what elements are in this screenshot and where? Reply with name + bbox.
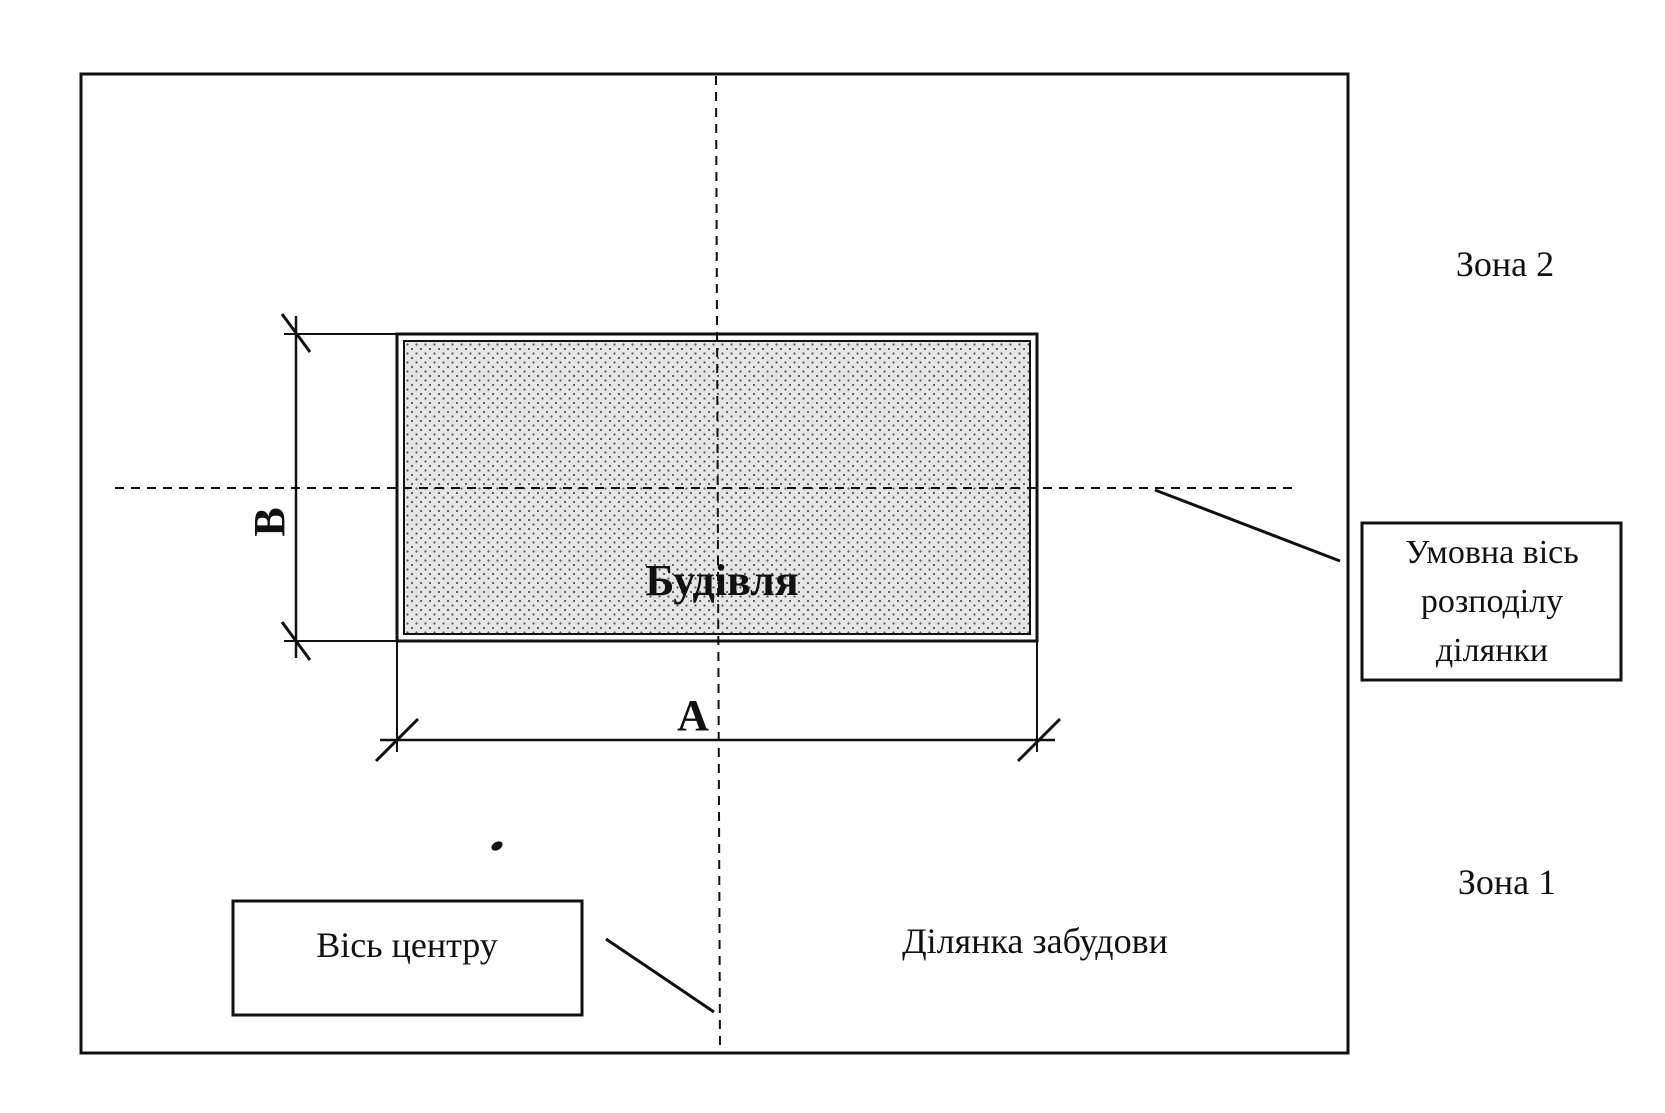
ink-speck bbox=[491, 841, 503, 851]
dimension-b-tick-bottom bbox=[280, 621, 312, 661]
center-axis-callout-text: Вісь центру bbox=[316, 925, 498, 965]
dimension-b-tick-top bbox=[280, 313, 312, 353]
zone-1-label: Зона 1 bbox=[1458, 862, 1556, 902]
dimension-b-label: B bbox=[245, 507, 294, 536]
building-hatch bbox=[403, 340, 1031, 635]
plot-boundary bbox=[79, 72, 1350, 1055]
split-axis-callout-line-3: ділянки bbox=[1436, 632, 1548, 669]
dimension-b: B bbox=[245, 313, 397, 661]
dimension-a-tick-right bbox=[1016, 717, 1062, 763]
split-axis-leader bbox=[1154, 488, 1341, 563]
dimension-a: A bbox=[374, 641, 1062, 763]
dimension-a-tick-left bbox=[374, 717, 420, 763]
building-label: Будівля bbox=[645, 556, 798, 605]
split-axis-callout-line-1: Умовна вісь bbox=[1405, 534, 1579, 571]
zone-2-label: Зона 2 bbox=[1456, 244, 1554, 284]
dimension-a-label: A bbox=[677, 691, 709, 740]
center-axis-leader bbox=[605, 937, 715, 1014]
center-axis-callout-box bbox=[231, 899, 584, 1017]
center-axis-callout: Вісь центру bbox=[231, 899, 715, 1017]
split-axis-callout-box bbox=[1360, 521, 1623, 682]
center-axis-line bbox=[715, 75, 721, 1052]
split-axis-callout-line-2: розподілу bbox=[1421, 583, 1563, 620]
plot-label: Ділянка забудови bbox=[902, 921, 1168, 961]
split-axis-callout: Умовна вісь розподілу ділянки bbox=[1154, 488, 1623, 682]
